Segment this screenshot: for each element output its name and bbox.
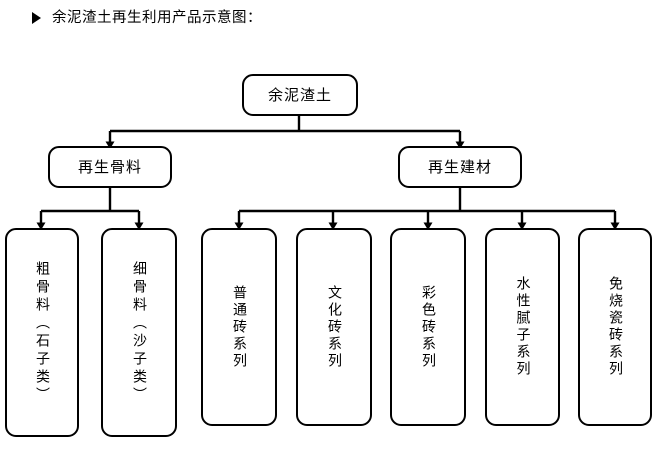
node-leaf-water-based-putty[interactable]: 水性腻子系列 bbox=[485, 228, 560, 426]
node-leaf-coarse-aggregate[interactable]: 粗骨料（石子类） bbox=[5, 228, 79, 437]
node-leaf-culture-brick[interactable]: 文化砖系列 bbox=[296, 228, 372, 426]
node-leaf-label: 彩色砖系列 bbox=[420, 284, 436, 370]
node-root[interactable]: 余泥渣土 bbox=[242, 74, 358, 116]
node-leaf-label: 普通砖系列 bbox=[231, 284, 247, 370]
node-branch-label: 再生骨料 bbox=[77, 158, 142, 176]
node-branch-recycled-building-material[interactable]: 再生建材 bbox=[398, 146, 522, 188]
node-leaf-common-brick[interactable]: 普通砖系列 bbox=[201, 228, 277, 426]
node-leaf-label: 免烧瓷砖系列 bbox=[607, 276, 623, 378]
node-leaf-fine-aggregate[interactable]: 细骨料（沙子类） bbox=[101, 228, 177, 437]
page-title-text: 余泥渣土再生利用产品示意图： bbox=[52, 10, 262, 26]
node-leaf-label: 细骨料（沙子类） bbox=[131, 260, 147, 405]
node-leaf-label: 水性腻子系列 bbox=[514, 276, 531, 378]
node-branch-recycled-aggregate[interactable]: 再生骨料 bbox=[48, 146, 172, 188]
node-leaf-label: 文化砖系列 bbox=[326, 284, 342, 370]
node-branch-label: 再生建材 bbox=[427, 158, 492, 176]
page-title: 余泥渣土再生利用产品示意图： bbox=[32, 8, 262, 28]
node-leaf-unfired-ceramic-tile[interactable]: 免烧瓷砖系列 bbox=[578, 228, 652, 426]
node-leaf-color-brick[interactable]: 彩色砖系列 bbox=[390, 228, 466, 426]
triangle-right-icon bbox=[32, 12, 41, 24]
node-root-label: 余泥渣土 bbox=[267, 86, 332, 104]
node-leaf-label: 粗骨料（石子类） bbox=[34, 260, 50, 405]
